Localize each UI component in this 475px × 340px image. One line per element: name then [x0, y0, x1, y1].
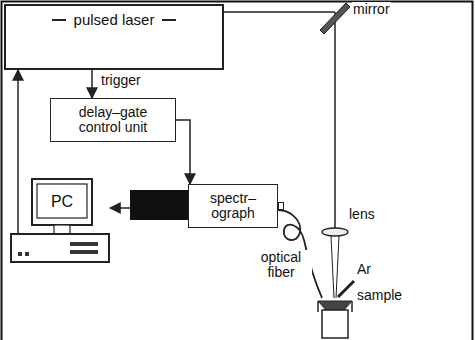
laser-box: pulsed laser [4, 4, 224, 70]
part-label: Ar [356, 262, 372, 277]
spectrograph-unit: spectr– ograph [130, 184, 278, 228]
focused-beam [336, 236, 339, 298]
part-label: optical fiber [250, 250, 312, 280]
screen [37, 184, 87, 218]
computer-base [11, 234, 109, 262]
sample-piece [318, 301, 352, 310]
signal-connector [110, 207, 130, 209]
dash [52, 19, 66, 21]
box-title: pulsed laser [74, 12, 155, 28]
button [25, 252, 29, 256]
drive-slot [70, 250, 98, 254]
part-label: mirror [352, 2, 391, 17]
edge-label: trigger [100, 73, 142, 88]
computer-drawing [10, 178, 110, 264]
sample-holder [351, 301, 353, 312]
sample-holder [317, 301, 319, 312]
focused-beam [331, 236, 334, 298]
signal-connector [91, 70, 93, 98]
monitor [32, 179, 92, 225]
lens [322, 228, 348, 236]
control-unit-box: delay–gate control unit [50, 98, 176, 142]
dash [162, 19, 176, 21]
part-label: sample [356, 288, 403, 303]
fiber-port [278, 202, 284, 210]
laser-beam [334, 12, 336, 228]
signal-connector [17, 70, 19, 234]
pc-label: PC [37, 184, 87, 218]
box-text: spectr– ograph [202, 191, 264, 221]
drive-slot [70, 242, 98, 246]
detector [130, 190, 188, 220]
part-label: lens [348, 207, 376, 222]
signal-connector [176, 120, 190, 184]
button [18, 252, 22, 256]
spectrograph-box: spectr– ograph [188, 184, 278, 228]
sample-holder [322, 310, 348, 338]
laser-beam [224, 11, 335, 13]
mirror [320, 3, 350, 34]
pc-computer: PC [10, 178, 110, 264]
argon-tube [338, 281, 354, 297]
box-text: delay–gate control unit [57, 105, 169, 135]
laser-title-row: pulsed laser [6, 12, 222, 28]
monitor-stand [54, 225, 70, 234]
